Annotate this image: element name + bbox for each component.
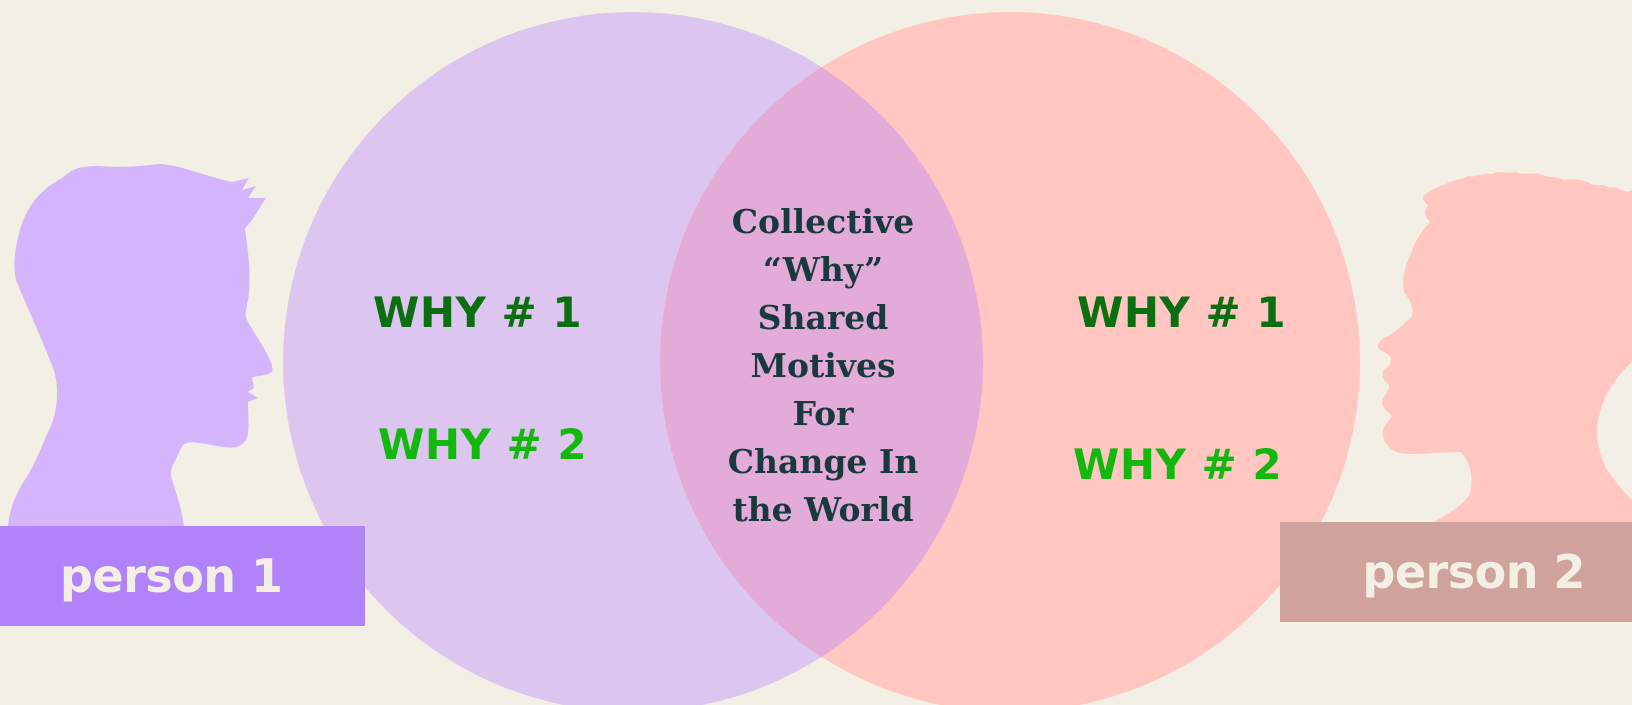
person-1-label-text: person 1 xyxy=(60,549,283,603)
intersection-line: Collective xyxy=(731,202,915,241)
person-2-label: person 2 xyxy=(1280,522,1632,622)
person-2-label-text: person 2 xyxy=(1362,545,1585,599)
person-1-label: person 1 xyxy=(0,526,365,626)
right-why-1: WHY # 1 xyxy=(1077,288,1287,337)
intersection-text: Collective “Why” Shared Motives For Chan… xyxy=(713,198,933,534)
intersection-line: Shared xyxy=(757,298,889,337)
intersection-line: Motives xyxy=(750,346,896,385)
person-1-silhouette-icon xyxy=(8,164,273,526)
right-why-2: WHY # 2 xyxy=(1073,440,1283,489)
intersection-line: “Why” xyxy=(762,250,884,289)
intersection-line: Change In xyxy=(727,442,919,481)
intersection-line: For xyxy=(792,394,854,433)
overlap-region xyxy=(660,12,983,705)
left-why-2: WHY # 2 xyxy=(378,420,588,469)
left-why-1: WHY # 1 xyxy=(373,288,583,337)
intersection-line: the World xyxy=(732,490,914,529)
person-2-silhouette-icon xyxy=(1377,172,1632,522)
